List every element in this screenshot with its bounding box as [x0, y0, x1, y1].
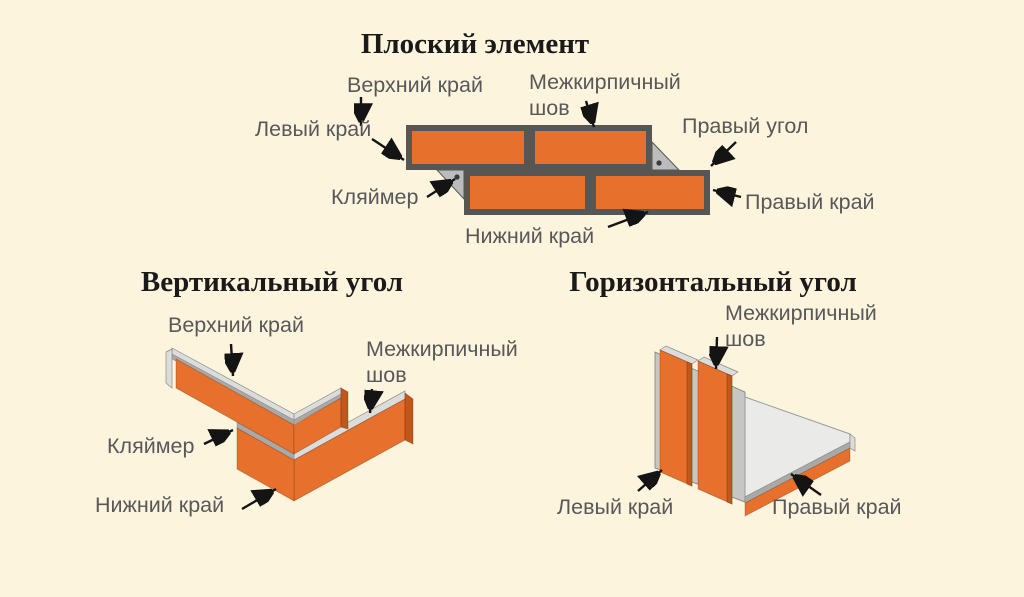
flat-bottom-brick-2 — [596, 176, 704, 209]
vc-lower-right-end-face — [404, 392, 414, 445]
flat-top-brick-2 — [535, 131, 646, 164]
hc-left-brick-edge-shade — [686, 361, 693, 487]
vc-corner-piece-end-face — [340, 387, 349, 430]
vc-bottom-edge-arrow — [241, 487, 277, 511]
hc-left-edge-label: Левый край — [557, 495, 674, 519]
vc-seam-label: Межкирпичный шов — [366, 337, 518, 388]
hc-right-brick-edge-shade — [726, 373, 733, 505]
hc-left-edge-arrow — [638, 469, 662, 492]
flat-element-title: Плоский элемент — [360, 28, 590, 60]
hc-right-edge-label: Правый край — [772, 495, 902, 519]
flat-left-edge-label: Левый край — [255, 117, 372, 141]
vc-clamp-arrow — [203, 428, 234, 444]
vc-left-wing-end-cap — [165, 348, 173, 389]
flat-top-edge-label: Верхний край — [347, 73, 483, 97]
horizontal-corner-figure — [638, 336, 856, 517]
horizontal-corner-title: Горизонтальный угол — [569, 266, 857, 298]
flat-bottom-edge-label: Нижний край — [465, 224, 595, 248]
vc-bottom-edge-label: Нижний край — [95, 493, 225, 517]
flat-bottom-edge-arrow — [607, 212, 649, 229]
flat-right-corner-arrow — [711, 141, 737, 167]
flat-clamp-arrow — [426, 177, 455, 199]
hc-seam-arrow — [716, 336, 717, 370]
hc-right-brick-cap — [697, 356, 739, 377]
vc-seam-arrow — [370, 388, 372, 414]
vertical-corner-figure — [165, 343, 414, 511]
vc-clamp-label: Кляймер — [107, 434, 195, 458]
hc-seam-label: Межкирпичный шов — [725, 301, 877, 352]
flat-top-brick-1 — [412, 131, 524, 164]
hc-plate-end-cap — [849, 433, 856, 452]
flat-right-edge-arrow — [712, 190, 742, 197]
flat-seam-arrow — [586, 100, 594, 128]
clamp-right-triangle — [651, 140, 681, 171]
clamp-left-dot — [454, 174, 460, 180]
flat-seam-label: Межкирпичный шов — [529, 70, 681, 121]
flat-right-corner-label: Правый угол — [682, 114, 809, 138]
flat-clamp-label: Кляймер — [331, 185, 419, 209]
hc-right-edge-arrow — [791, 473, 822, 495]
flat-right-edge-label: Правый край — [745, 190, 875, 214]
flat-left-edge-arrow — [371, 139, 404, 162]
vc-lower-front-face — [236, 427, 295, 502]
flat-bottom-brick-1 — [470, 176, 585, 209]
clamp-left-triangle — [435, 169, 465, 201]
clamp-right-dot — [656, 160, 662, 166]
flat-element-figure — [361, 97, 742, 229]
vc-top-edge-label: Верхний край — [168, 313, 304, 337]
vc-top-edge-arrow — [231, 343, 233, 377]
vertical-corner-title: Вертикальный угол — [140, 266, 404, 298]
